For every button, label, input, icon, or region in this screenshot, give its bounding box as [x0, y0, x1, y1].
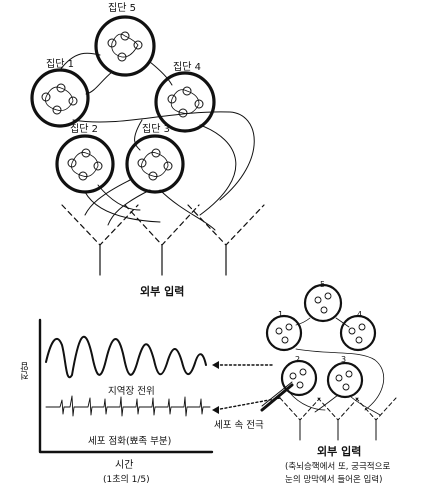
group-1-circle [30, 68, 90, 128]
x-axis-unit: (1초의 1/5) [103, 475, 150, 485]
chart-axes [38, 318, 214, 454]
bottom-input-label: 외부 입력 [317, 445, 362, 458]
spike-trace [45, 395, 211, 417]
electrode-label: 세포 속 전극 [214, 420, 264, 431]
group-3-label: 집단 3 [142, 124, 170, 135]
input-caption-line2: 눈의 망막에서 들어온 입력) [285, 475, 383, 485]
group-2-circle [55, 134, 115, 194]
group-3-circle [125, 134, 185, 194]
group-1-label: 집단 1 [46, 59, 74, 70]
input-dendrites [61, 204, 265, 276]
lfp-label: 지역장 전위 [108, 386, 155, 397]
small-group-2-num: 2 [295, 355, 301, 364]
group-4-label: 집단 4 [173, 62, 201, 73]
electrode [260, 383, 294, 412]
small-group-5-num: 5 [320, 280, 326, 289]
small-network [260, 283, 397, 441]
small-group-4-num: 4 [357, 310, 363, 319]
input-caption-line1: (축뇌승핵에서 또, 궁극적으로 [285, 462, 391, 472]
small-group-1-num: 1 [278, 310, 284, 319]
small-group-3-num: 3 [341, 355, 347, 364]
group-2-label: 집단 2 [70, 124, 98, 135]
group-5-circle [94, 15, 156, 77]
x-axis-label: 시간 [115, 460, 134, 471]
group-5-label: 집단 5 [108, 3, 136, 14]
group-connections [59, 52, 255, 231]
y-axis-label: 전압 [21, 362, 31, 380]
lfp-wave [45, 335, 207, 379]
spike-label: 세포 점화(뾰족 부분) [88, 436, 172, 447]
group-4-circle [154, 71, 216, 133]
top-input-label: 외부 입력 [140, 285, 185, 298]
